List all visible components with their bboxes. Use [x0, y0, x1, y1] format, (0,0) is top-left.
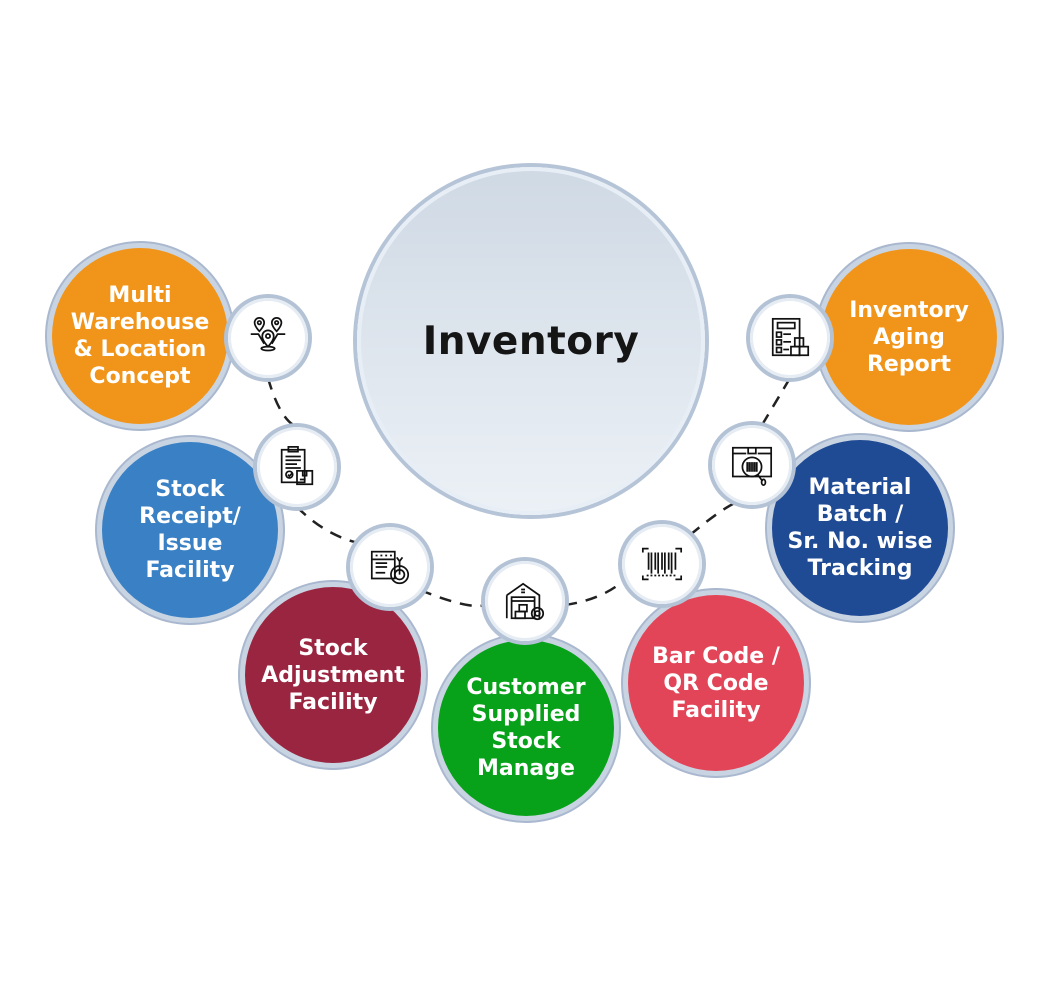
feature-label: Inventory Aging Report [849, 297, 969, 377]
feature-label: Stock Receipt/ Issue Facility [139, 477, 241, 583]
feature-inventory-aging: Inventory Aging Report [821, 249, 997, 425]
feature-label: Multi Warehouse & Location Concept [70, 283, 210, 389]
feature-stock-adjustment: Stock Adjustment Facility [245, 587, 421, 763]
feature-material-batch: Material Batch / Sr. No. wise Tracking [772, 440, 948, 616]
feature-bar-code: Bar Code / QR Code Facility [628, 595, 804, 771]
feature-multi-warehouse: Multi Warehouse & Location Concept [52, 248, 228, 424]
feature-label: Bar Code / QR Code Facility [652, 643, 780, 723]
hub-title: Inventory [422, 318, 640, 364]
barcode-magnifier-icon [712, 425, 792, 505]
feature-customer-supplied: Customer Supplied Stock Manage [438, 640, 614, 816]
clipboard-box-icon [257, 427, 337, 507]
warehouse-gear-icon [485, 561, 565, 641]
feature-label: Customer Supplied Stock Manage [466, 675, 586, 781]
feature-label: Stock Adjustment Facility [261, 635, 405, 715]
checklist-boxes-icon [750, 298, 830, 378]
settings-wrench-icon [350, 527, 430, 607]
barcode-scan-icon [622, 524, 702, 604]
feature-stock-receipt: Stock Receipt/ Issue Facility [102, 442, 278, 618]
location-pins-icon [228, 298, 308, 378]
inventory-hub: Inventory [357, 167, 705, 515]
feature-label: Material Batch / Sr. No. wise Tracking [787, 475, 933, 581]
